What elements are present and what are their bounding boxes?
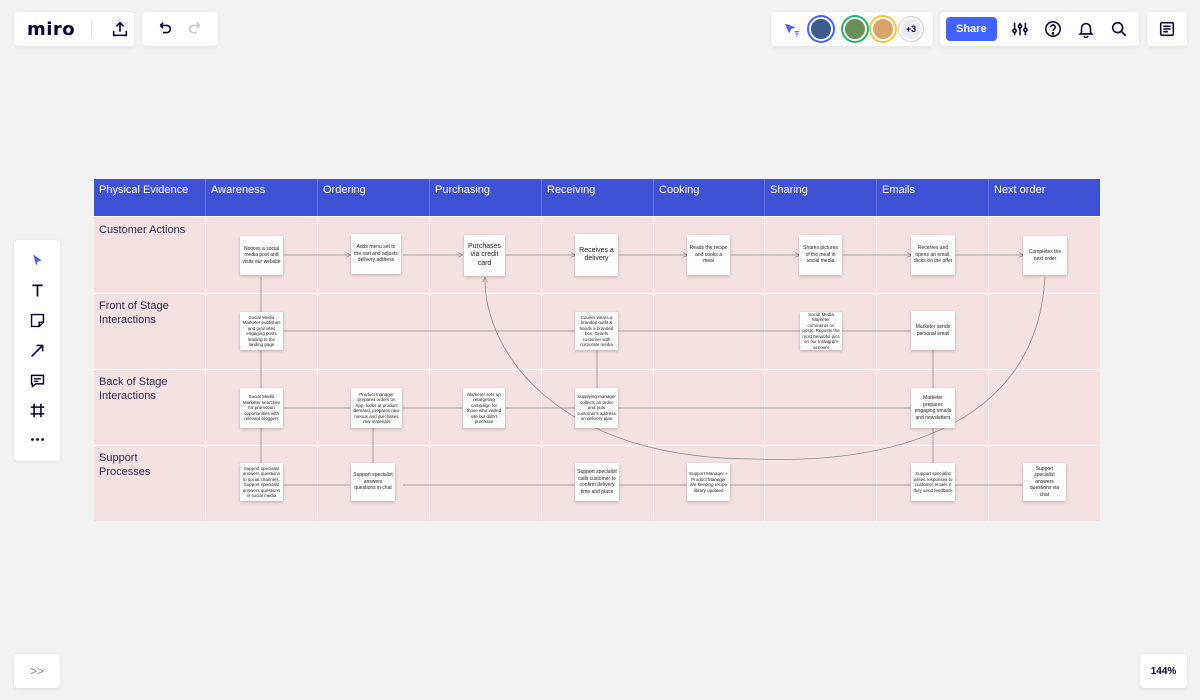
sticky-note[interactable]: Product manager prepares orders on App, … xyxy=(351,388,402,428)
column-divider xyxy=(764,216,765,521)
avatar[interactable] xyxy=(843,17,867,41)
sticky-note[interactable]: Social Media Marketer searches for promo… xyxy=(240,388,283,428)
text-icon[interactable] xyxy=(23,277,51,305)
undo-icon[interactable] xyxy=(150,15,178,43)
header-row: Physical Evidence Awareness Ordering Pur… xyxy=(94,179,1100,216)
collaborators-panel: +3 xyxy=(771,12,933,46)
divider xyxy=(91,20,93,38)
column-divider xyxy=(541,216,542,521)
zoom-level[interactable]: 144% xyxy=(1140,654,1187,688)
sticky-note[interactable]: Support specialist answers questions in … xyxy=(240,463,283,501)
settings-sliders-icon[interactable] xyxy=(1006,15,1034,43)
miro-logo[interactable]: miro xyxy=(27,18,76,40)
sticky-note[interactable]: Support specialist answers questions via… xyxy=(1023,463,1066,501)
board-tools-panel: Share xyxy=(940,12,1139,46)
sticky-note[interactable]: Support specialist writes responses to c… xyxy=(911,463,955,501)
upload-icon[interactable] xyxy=(106,15,134,43)
column-header: Purchasing xyxy=(430,179,542,216)
sticky-note[interactable]: Support specialist calls customer to con… xyxy=(575,463,619,501)
sticky-note[interactable]: Supplying manager collects an order and … xyxy=(575,388,618,428)
column-header: Receiving xyxy=(542,179,654,216)
sticky-note[interactable]: Support Manager + Product Manager are ke… xyxy=(687,463,730,501)
sticky-note[interactable]: Purchases via credit card xyxy=(464,235,505,276)
column-header: Cooking xyxy=(654,179,765,216)
sticky-note[interactable]: Notices a social media post and visits o… xyxy=(240,236,283,275)
sticky-note[interactable]: Courier wears a branded outfit & hands a… xyxy=(575,312,618,350)
logo-panel: miro xyxy=(14,12,134,46)
comment-icon[interactable] xyxy=(23,366,51,394)
column-header: Next order xyxy=(994,184,1046,196)
redo-icon[interactable] xyxy=(182,15,210,43)
lane-label: Back of Stage Interactions xyxy=(99,376,168,402)
cursor-filter-icon[interactable] xyxy=(777,15,805,43)
sticky-note[interactable]: Marketer sends personal email xyxy=(911,311,955,350)
sticky-note[interactable]: Receives a delivery xyxy=(575,234,618,276)
left-toolbar xyxy=(14,240,60,461)
sticky-note[interactable]: Shares pictures of the meal in social me… xyxy=(799,235,842,275)
expand-panel-button[interactable]: >> xyxy=(14,654,60,688)
column-divider xyxy=(317,216,318,521)
sticky-note[interactable]: Reads the recipe and cooks a meal xyxy=(687,235,730,275)
connector xyxy=(485,276,1046,460)
column-header: Ordering xyxy=(318,179,430,216)
history-panel xyxy=(142,12,218,46)
column-divider xyxy=(429,216,430,521)
expand-icon: >> xyxy=(29,664,44,678)
sticky-note-icon[interactable] xyxy=(23,307,51,335)
service-blueprint-board[interactable]: Physical Evidence Awareness Ordering Pur… xyxy=(94,179,1100,521)
lane-label: Front of Stage Interactions xyxy=(99,300,169,326)
lane-label: Customer Actions xyxy=(99,224,186,236)
sticky-note[interactable]: Social Media Marketer publishes and prom… xyxy=(240,312,283,350)
share-button[interactable]: Share xyxy=(946,17,997,41)
more-icon[interactable] xyxy=(23,426,51,454)
sticky-note[interactable]: Marketer sets up retargeting campaign fo… xyxy=(463,388,505,428)
notes-icon[interactable] xyxy=(1153,15,1181,43)
column-divider xyxy=(653,216,654,521)
connector-lines xyxy=(260,179,1046,486)
column-header: Emails xyxy=(877,179,989,216)
frame-icon[interactable] xyxy=(23,396,51,424)
avatar[interactable] xyxy=(871,17,895,41)
sticky-note[interactable]: Marketer prepares engaging emails and ne… xyxy=(911,388,955,428)
column-divider xyxy=(876,216,877,521)
bell-icon[interactable] xyxy=(1072,15,1100,43)
notes-panel xyxy=(1147,12,1187,46)
sticky-note[interactable]: Support specialist answers questions in … xyxy=(351,463,395,501)
column-divider xyxy=(205,216,206,521)
zoom-label: 144% xyxy=(1150,665,1177,677)
arrow-icon[interactable] xyxy=(23,336,51,364)
sticky-note[interactable]: Adds menu set to the cart and adjusts de… xyxy=(351,234,401,274)
more-collaborators-badge[interactable]: +3 xyxy=(899,17,923,41)
sticky-note[interactable]: Completes the next order xyxy=(1023,236,1067,275)
lane-label: Support Processes xyxy=(99,452,151,478)
sticky-note[interactable]: Social Media Marketer comments on posts.… xyxy=(800,312,842,350)
search-icon[interactable] xyxy=(1105,15,1133,43)
column-header: Physical Evidence xyxy=(94,179,206,216)
help-icon[interactable] xyxy=(1039,15,1067,43)
column-header: Awareness xyxy=(206,179,318,216)
column-header: Sharing xyxy=(765,179,877,216)
select-icon[interactable] xyxy=(23,247,51,275)
column-divider xyxy=(988,216,989,521)
avatar[interactable] xyxy=(809,17,833,41)
sticky-note[interactable]: Receives and opens an email, clicks on t… xyxy=(911,235,955,275)
